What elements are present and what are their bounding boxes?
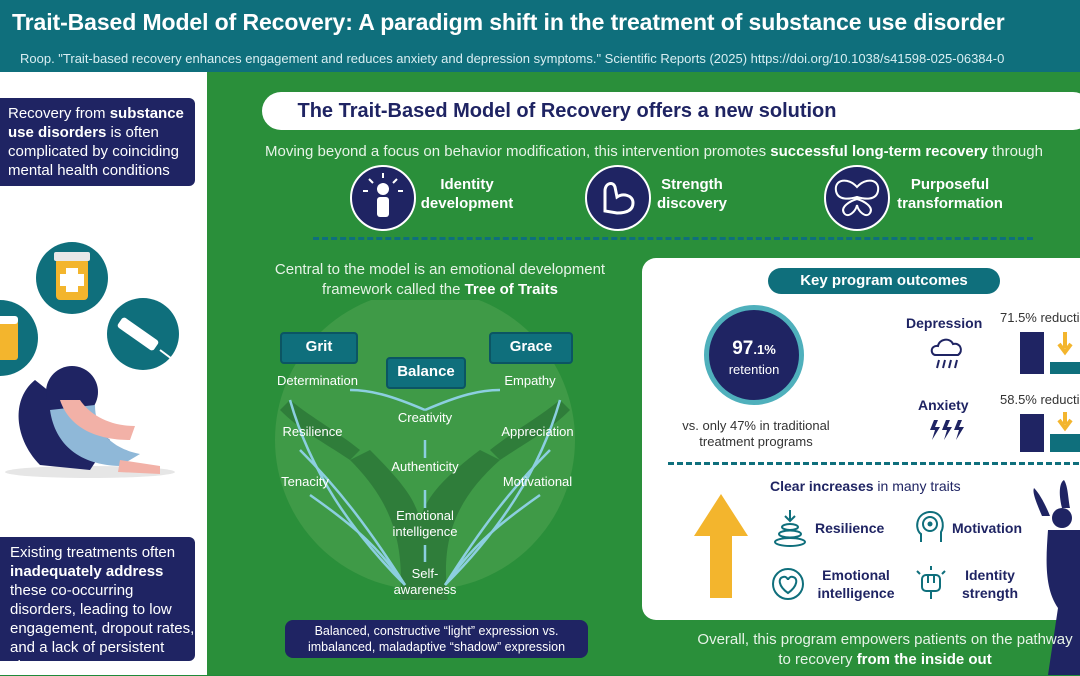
retention-note: vs. only 47% in traditional treatment pr… (682, 418, 830, 449)
citation-bar: Roop. "Trait-based recovery enhances eng… (0, 46, 1080, 72)
problem-box: Recovery from substance use disorders is… (0, 98, 195, 186)
problem-text-2: is often complicated by coinciding menta… (8, 124, 179, 179)
section-divider (313, 237, 1033, 240)
trait-resilience: Resilience (282, 424, 343, 439)
trait-out-resilience: Resilience (815, 520, 885, 536)
central-b: Tree of Traits (464, 281, 558, 298)
struggling-person-illustration (0, 242, 179, 478)
tree-of-traits-illustration (275, 300, 575, 600)
gap-text-2: these co-occurring disorders, leading to… (10, 582, 195, 675)
trait-authenticity: Authenticity (391, 459, 459, 474)
central-text: Central to the model is an emotional dev… (250, 260, 630, 300)
page-title: Trait-Based Model of Recovery: A paradig… (12, 9, 1005, 35)
sad-person-icon (5, 366, 175, 478)
headline-text: The Trait-Based Model of Recovery offers… (297, 100, 837, 122)
title-bar: Trait-Based Model of Recovery: A paradig… (0, 0, 1080, 46)
trait-out-emotional-intelligence: Emotional intelligence (817, 567, 895, 601)
rain-cloud-icon (930, 338, 962, 369)
target-head-icon (916, 510, 944, 542)
intro-a: Moving beyond a focus on behavior modifi… (265, 143, 771, 160)
outcomes-divider (668, 462, 1080, 465)
depression-label: Depression (906, 315, 983, 331)
trait-determination: Determination (277, 373, 358, 388)
intro-c: through (987, 143, 1043, 160)
intro-b: successful long-term recovery (770, 143, 988, 160)
tree-caption-1: Balanced, constructive “light” expressio… (314, 624, 559, 638)
overall-b: from the inside out (856, 651, 992, 668)
increases-rest: in many traits (873, 478, 961, 494)
trait-creativity: Creativity (397, 410, 453, 425)
trait-appreciation: Appreciation (501, 424, 574, 439)
gap-box: Existing treatments often inadequately a… (0, 537, 195, 675)
flexed-arm-icon (585, 165, 651, 231)
problem-text-bold: substance use disorders (8, 105, 184, 141)
tree-caption: Balanced, constructive “light” expressio… (285, 620, 588, 658)
overall-text: Overall, this program empowers patients … (690, 630, 1080, 670)
grace-label: Grace (489, 332, 573, 364)
stacked-stones-icon (774, 510, 806, 547)
anxiety-label: Anxiety (918, 397, 969, 413)
trait-empathy: Empathy (504, 373, 556, 388)
problem-text-1: Recovery from (8, 105, 110, 122)
retention-badge: 97.1% retention (704, 305, 804, 405)
big-up-arrow-icon (694, 494, 748, 598)
intro-text: Moving beyond a focus on behavior modifi… (265, 143, 1043, 160)
trait-motivational: Motivational (502, 474, 573, 489)
overall-a: Overall, this program empowers patients … (697, 631, 1073, 668)
tree-trunk (280, 400, 570, 600)
grit-label: Grit (280, 332, 358, 364)
retention-value: 97.1% (732, 338, 776, 359)
trait-out-identity-strength: Identity strength (962, 567, 1018, 601)
increases-heading: Clear increases in many traits (770, 478, 961, 494)
depression-reduction: 71.5% reduction (1000, 310, 1080, 325)
trait-self-awareness: Self-awareness (393, 566, 457, 597)
outcomes-title: Key program outcomes (768, 268, 1000, 294)
central-a: Central to the model is an emotional dev… (274, 261, 606, 298)
heart-brain-icon (772, 568, 804, 600)
tree-caption-2: imbalanced, maladaptive “shadow” express… (307, 640, 566, 654)
pill-bottle-icon (36, 242, 108, 314)
lightning-icon (930, 420, 964, 440)
anxiety-bars (1020, 412, 1080, 452)
citation-text: Roop. "Trait-based recovery enhances eng… (20, 51, 1005, 66)
gap-text-1: Existing treatments often (10, 544, 176, 561)
headline-banner: The Trait-Based Model of Recovery offers… (262, 92, 1080, 130)
retention-label: retention (728, 362, 780, 377)
balance-label: Balance (386, 357, 466, 389)
fist-icon (916, 566, 946, 599)
tree-arrows (288, 388, 562, 586)
person-burst-icon (350, 165, 416, 231)
increases-bold: Clear increases (770, 478, 874, 494)
beer-icon (0, 300, 38, 376)
syringe-icon (107, 298, 179, 370)
gap-text-bold: inadequately address (10, 563, 164, 580)
trait-out-motivation: Motivation (952, 520, 1022, 536)
trait-tenacity: Tenacity (281, 474, 329, 489)
depression-bars (1020, 332, 1080, 374)
celebrating-person-illustration (1033, 480, 1080, 675)
anxiety-reduction: 58.5% reduction (1000, 392, 1080, 407)
butterfly-icon (824, 165, 890, 231)
